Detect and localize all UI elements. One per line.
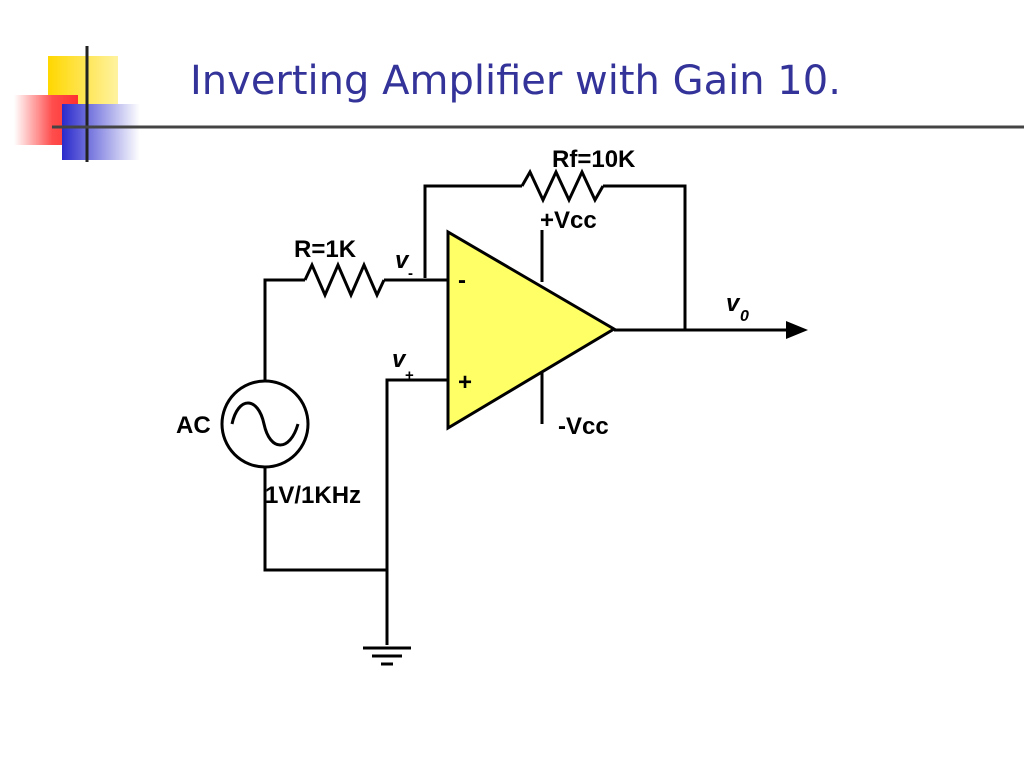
source-return-wire: [263, 468, 387, 572]
source-label: AC: [176, 412, 211, 439]
feedback-resistor-label: Rf=10K: [552, 146, 636, 173]
negative-supply-label: -Vcc: [558, 413, 609, 440]
output-subscript: 0: [740, 308, 749, 325]
opamp-triangle: [446, 229, 617, 431]
inverting-node-subscript: -: [408, 265, 413, 282]
feedback-resistor: [520, 168, 605, 204]
inverting-node-label: v: [395, 247, 410, 274]
input-resistor-label: R=1K: [294, 236, 357, 263]
positive-supply-label: +Vcc: [540, 207, 597, 234]
source-rating-label: 1V/1KHz: [265, 482, 361, 509]
noninverting-node-label: v: [392, 346, 407, 373]
logo-blue-square: [62, 104, 140, 160]
opamp-noninverting-sign: +: [458, 369, 472, 396]
feedback-wire: [423, 184, 522, 278]
noninverting-node-subscript: +: [405, 367, 414, 384]
feedback-wire-right: [603, 184, 687, 330]
noninverting-wire: [385, 378, 448, 645]
input-resistor: [303, 261, 386, 299]
sine-wave-icon: [230, 401, 300, 447]
opamp-inverting-sign: -: [458, 267, 466, 294]
input-wire-left: [263, 278, 305, 380]
slide-title: Inverting Amplifier with Gain 10.: [190, 58, 841, 104]
output-label: v: [726, 290, 741, 317]
output-arrow-icon: [786, 321, 808, 339]
